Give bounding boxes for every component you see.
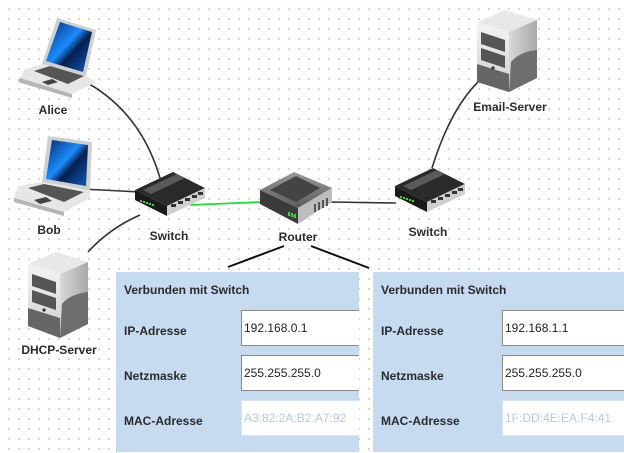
router-interface-pointer-left (227, 245, 285, 268)
interface-title: Verbunden mit Switch (124, 283, 250, 297)
link-router-switch[interactable] (329, 201, 397, 204)
ip-address-label: IP-Adresse (381, 324, 444, 338)
switch-icon-left[interactable] (135, 172, 205, 216)
ip-address-label: IP-Adresse (124, 324, 187, 338)
netmask-input[interactable] (241, 355, 359, 391)
server-icon-dhcp[interactable] (28, 252, 88, 338)
node-label-email-server: Email-Server (473, 100, 547, 114)
netmask-input[interactable] (502, 355, 624, 391)
router-icon[interactable] (260, 172, 332, 224)
ip-address-input[interactable] (502, 310, 624, 346)
laptop-icon-bob[interactable] (14, 136, 92, 216)
router-interface-pointer-right (310, 245, 370, 269)
laptop-icon-alice[interactable] (18, 18, 96, 98)
server-icon-email[interactable] (477, 10, 537, 92)
link-dhcp-switch[interactable] (87, 214, 141, 253)
connections (81, 79, 479, 269)
netmask-label: Netzmaske (124, 369, 187, 383)
netmask-label: Netzmaske (381, 369, 444, 383)
link-switch-router[interactable] (189, 201, 263, 206)
switch-icon-right[interactable] (395, 168, 465, 212)
link-alice-switch[interactable] (81, 79, 161, 179)
interface-title: Verbunden mit Switch (381, 283, 507, 297)
node-label-alice: Alice (38, 103, 68, 117)
link-bob-switch[interactable] (81, 188, 141, 193)
node-label-switch-right: Switch (408, 225, 448, 239)
mac-address-label: MAC-Adresse (381, 414, 460, 428)
router-interface-panel-right: Verbunden mit Switch IP-Adresse Netzmask… (373, 272, 624, 452)
node-label-dhcp-server: DHCP-Server (21, 343, 97, 357)
node-label-router: Router (278, 230, 318, 244)
node-label-switch-left: Switch (149, 229, 189, 243)
mac-address-field (241, 400, 359, 436)
mac-address-label: MAC-Adresse (124, 414, 203, 428)
router-interface-panel-left: Verbunden mit Switch IP-Adresse Netzmask… (116, 272, 359, 452)
ip-address-input[interactable] (241, 310, 359, 346)
node-label-bob: Bob (37, 223, 61, 237)
link-switch-email[interactable] (431, 81, 479, 169)
mac-address-field (502, 400, 624, 436)
